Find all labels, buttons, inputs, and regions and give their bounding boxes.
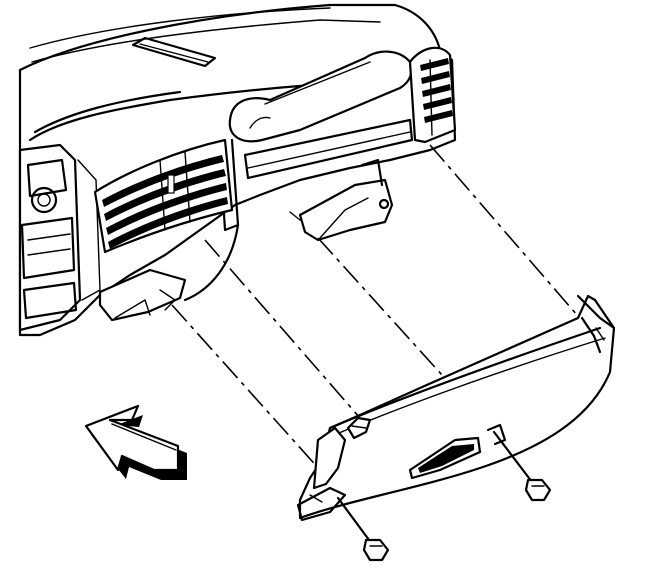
bolt-right [492, 430, 552, 502]
left-air-vent [93, 138, 234, 254]
arrow-forward-icon [84, 404, 187, 480]
alignment-lines [171, 144, 591, 471]
glove-box [296, 294, 616, 562]
hvac-knob-panel [26, 158, 68, 198]
alignment-line [204, 239, 361, 419]
right-air-vent [408, 46, 457, 144]
alignment-line [317, 237, 491, 429]
knob-icon [30, 186, 58, 214]
alignment-line [171, 304, 321, 471]
bolt-left [336, 496, 390, 562]
alignment-line [429, 144, 591, 331]
instrument-panel [18, 3, 457, 337]
